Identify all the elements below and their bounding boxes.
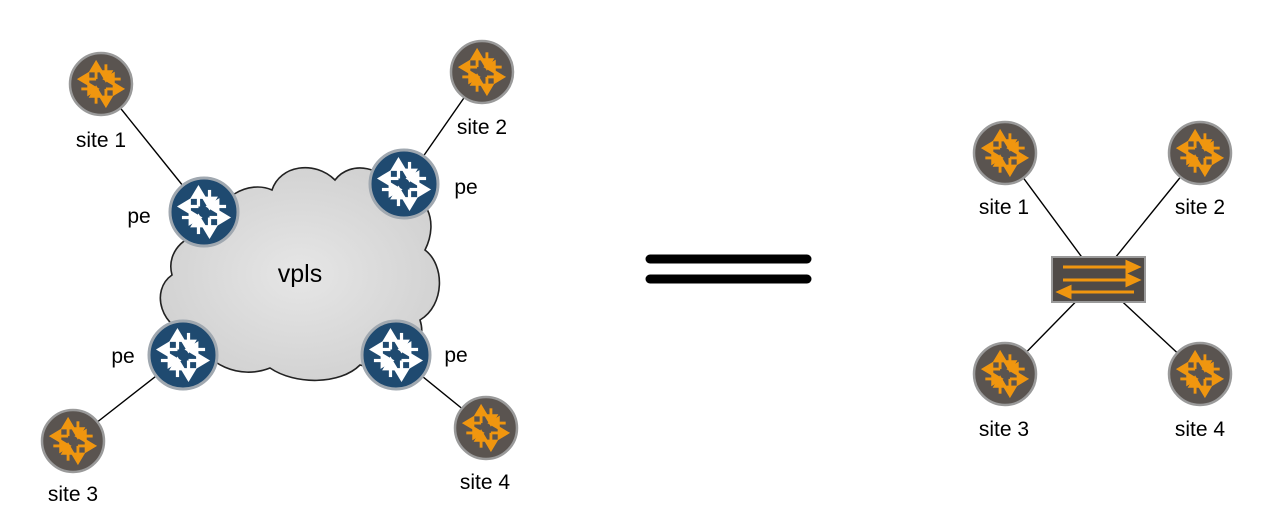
left-diagram: vpls [40,39,519,506]
right-site1-label: site 1 [979,196,1029,219]
pe3-label: pe [111,345,134,368]
site-router-1 [68,51,134,117]
left-site4-label: site 4 [460,471,511,494]
left-site3-label: site 3 [48,483,98,506]
site-router-2 [449,39,515,105]
pe1-label: pe [127,205,150,228]
switch-icon [1051,256,1146,303]
cloud-label: vpls [278,260,322,288]
equals-sign [645,254,812,284]
right-site4-label: site 4 [1175,418,1226,441]
right-site2-label: site 2 [1175,196,1225,219]
right-diagram: site 1 site 2 site 3 site 4 [972,120,1233,441]
right-site-router-4 [1167,341,1233,407]
site-router-4 [453,395,519,461]
pe4-label: pe [444,344,467,367]
pe-router-3 [147,319,219,391]
left-site1-label: site 1 [76,129,126,152]
left-site2-label: site 2 [457,116,507,139]
pe-router-2 [368,148,440,220]
right-site-router-1 [972,120,1038,186]
right-site-router-3 [972,341,1038,407]
pe-router-1 [168,176,240,248]
pe-router-4 [360,319,432,391]
site-router-3 [40,408,106,474]
right-site-router-2 [1167,120,1233,186]
pe2-label: pe [454,176,477,199]
right-site3-label: site 3 [979,418,1029,441]
